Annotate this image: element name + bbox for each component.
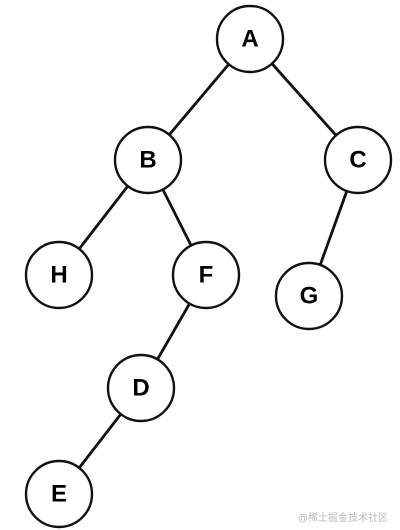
node-circle [274, 261, 344, 331]
node-label: B [139, 147, 156, 174]
tree-node-g: G [274, 261, 344, 331]
node-circle [215, 4, 285, 74]
tree-node-h: H [24, 240, 94, 310]
node-circle [323, 125, 393, 195]
node-label: A [241, 26, 258, 53]
tree-node-d: D [106, 353, 176, 423]
node-label: D [132, 375, 149, 402]
node-circle [24, 240, 94, 310]
nodes-layer: A B C H F G D E [24, 4, 393, 529]
node-circle [24, 459, 94, 529]
node-circle [171, 240, 241, 310]
tree-node-e: E [24, 459, 94, 529]
tree-node-c: C [323, 125, 393, 195]
node-label: E [51, 481, 67, 508]
node-circle [113, 125, 183, 195]
tree-node-b: B [113, 125, 183, 195]
tree-node-f: F [171, 240, 241, 310]
node-label: C [349, 147, 366, 174]
tree-node-a: A [215, 4, 285, 74]
node-label: G [300, 283, 319, 310]
node-label: F [199, 262, 214, 289]
node-label: H [50, 262, 67, 289]
watermark-text: @稀土掘金技术社区 [298, 513, 388, 524]
node-circle [106, 353, 176, 423]
